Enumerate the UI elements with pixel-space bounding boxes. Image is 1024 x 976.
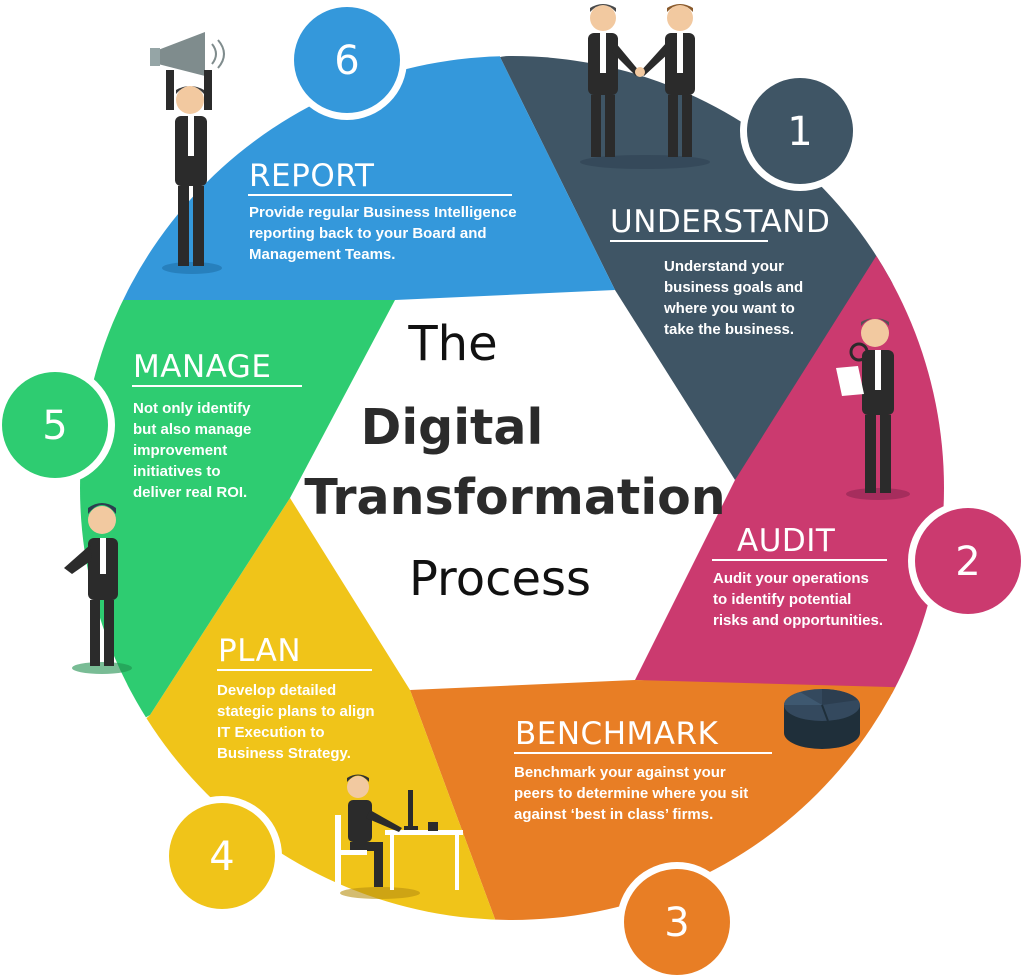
plan-line-3: IT Execution to xyxy=(217,724,325,741)
audit-title: AUDIT xyxy=(737,523,836,559)
center-line-process: Process xyxy=(409,551,591,607)
pie-chart-3d-icon xyxy=(784,689,860,749)
report-line-2: reporting back to your Board and xyxy=(249,225,487,242)
step-3-badge xyxy=(624,869,730,975)
manage-line-1: Not only identify xyxy=(133,400,251,417)
benchmark-line-2: peers to determine where you sit xyxy=(514,785,748,802)
report-title: REPORT xyxy=(249,158,375,194)
step-2-number: 2 xyxy=(955,539,980,585)
understand-line-1: Understand your xyxy=(664,258,784,275)
step-6-number: 6 xyxy=(334,38,359,84)
report-line-3: Management Teams. xyxy=(249,246,395,263)
magnifier-person-icon xyxy=(836,318,910,500)
plan-line-4: Business Strategy. xyxy=(217,745,351,762)
manage-line-2: but also manage xyxy=(133,421,251,438)
plan-title: PLAN xyxy=(218,633,301,669)
center-title: The Digital Transformation Process xyxy=(304,316,725,607)
understand-line-3: where you want to xyxy=(663,300,795,317)
benchmark-title: BENCHMARK xyxy=(515,716,718,752)
center-line-the: The xyxy=(407,316,497,372)
understand-title: UNDERSTAND xyxy=(610,204,830,240)
report-line-1: Provide regular Business Intelligence xyxy=(249,204,517,221)
manage-line-3: improvement xyxy=(133,442,227,459)
benchmark-line-1: Benchmark your against your xyxy=(514,764,726,781)
step-2-badge xyxy=(915,508,1021,614)
step-3-number: 3 xyxy=(664,900,689,946)
step-4-number: 4 xyxy=(209,834,234,880)
step-4-badge xyxy=(169,803,275,909)
audit-line-2: to identify potential xyxy=(713,591,851,608)
megaphone-person-icon xyxy=(150,32,225,274)
step-5-number: 5 xyxy=(42,403,67,449)
understand-line-4: take the business. xyxy=(664,321,794,338)
step-1-number: 1 xyxy=(787,109,812,155)
plan-line-2: stategic plans to align xyxy=(217,703,375,720)
manager-person-icon xyxy=(64,503,132,674)
step-6-badge xyxy=(294,7,400,113)
desk-worker-icon xyxy=(335,774,463,899)
manage-title: MANAGE xyxy=(133,349,271,385)
step-1-badge xyxy=(747,78,853,184)
step-5-badge xyxy=(2,372,108,478)
audit-line-1: Audit your operations xyxy=(713,570,869,587)
handshake-people-icon xyxy=(580,4,710,169)
plan-line-1: Develop detailed xyxy=(217,682,336,699)
center-line-transformation: Transformation xyxy=(304,469,725,526)
benchmark-line-3: against ‘best in class’ firms. xyxy=(514,806,713,823)
manage-line-4: initiatives to xyxy=(133,463,221,480)
manage-line-5: deliver real ROI. xyxy=(133,484,247,501)
audit-line-3: risks and opportunities. xyxy=(713,612,883,629)
audit-segment xyxy=(635,250,944,700)
understand-line-2: business goals and xyxy=(664,279,803,296)
center-line-digital: Digital xyxy=(361,399,544,456)
